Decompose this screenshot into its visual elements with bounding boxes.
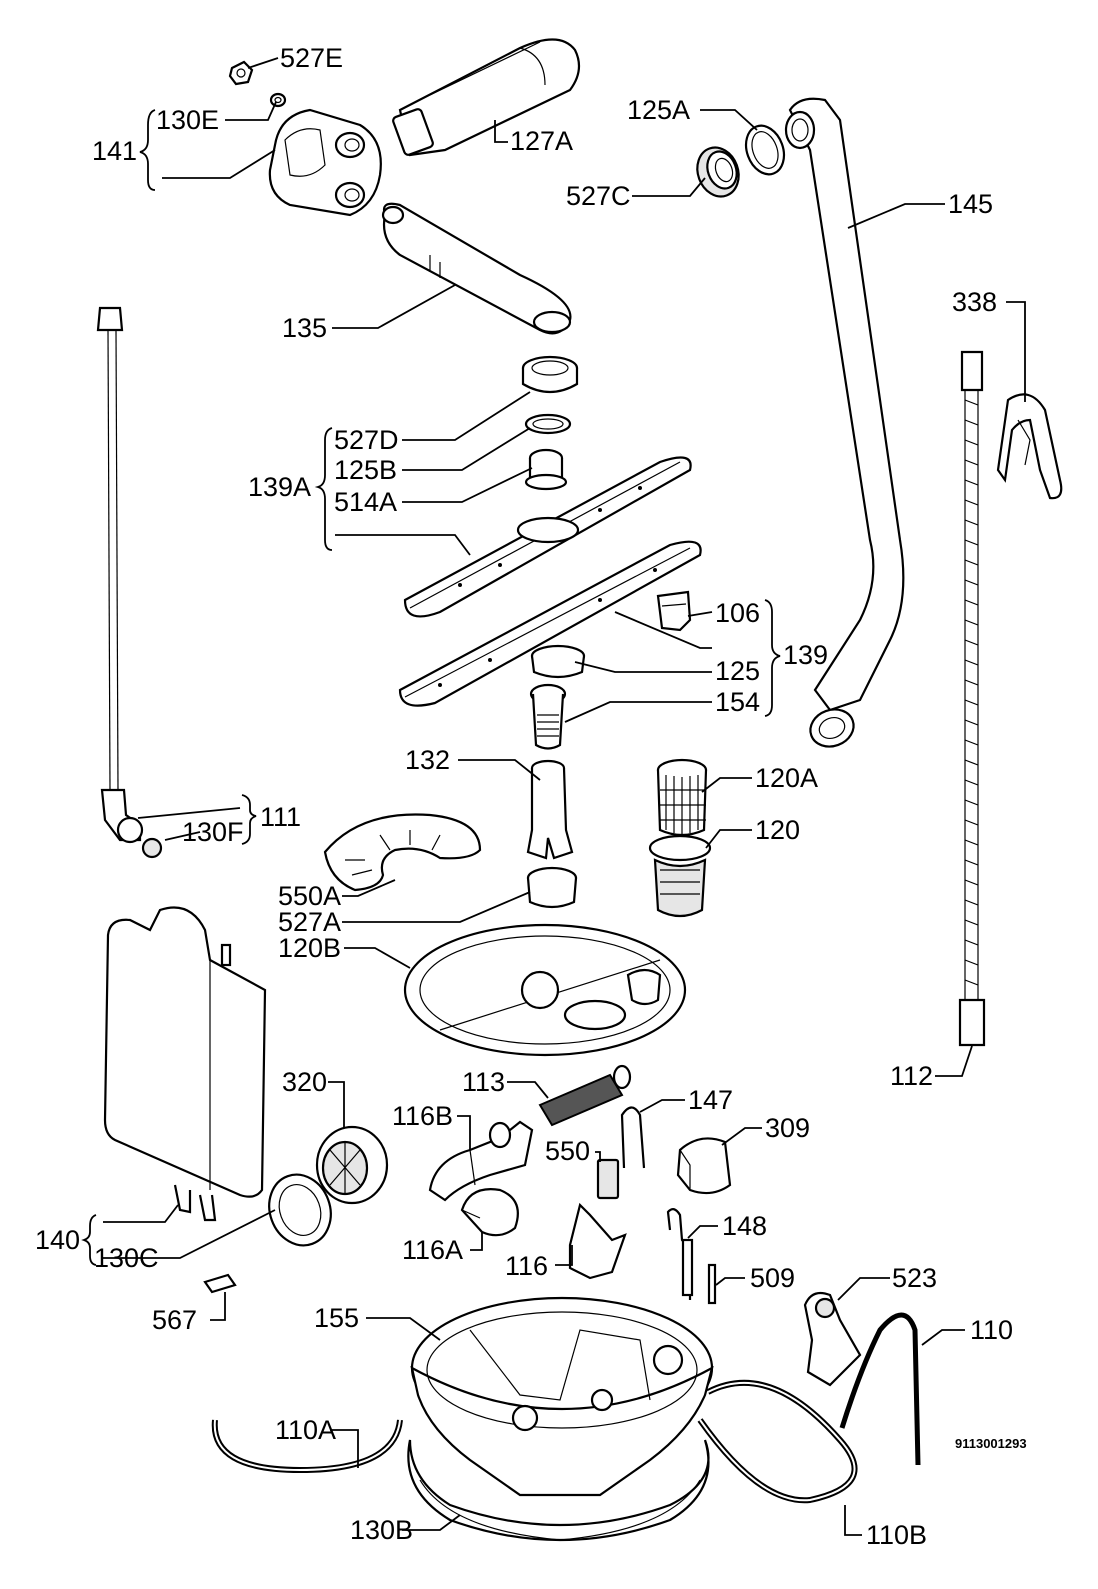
label-154: 154 (715, 687, 760, 717)
leader-lines (81, 57, 1026, 1536)
label-147: 147 (688, 1085, 733, 1115)
part-514A-bushing (524, 448, 568, 491)
part-106-clip (656, 590, 692, 632)
part-338-clip (996, 393, 1063, 500)
part-110B-hose (697, 1379, 858, 1504)
part-110A-hose (211, 1419, 403, 1474)
label-106: 106 (715, 598, 760, 628)
part-130C-gasket (268, 1173, 332, 1247)
part-139A-spray-arm (403, 456, 692, 618)
label-141: 141 (92, 136, 137, 166)
part-120A-filter (656, 758, 708, 837)
label-514A: 514A (334, 487, 397, 517)
label-127A: 127A (510, 126, 573, 156)
label-120B: 120B (278, 933, 341, 963)
part-309-cover (676, 1137, 732, 1195)
part-labels: 527E 130E 141 127A 125A 527C 145 135 338… (35, 43, 1027, 1550)
label-130C: 130C (94, 1243, 159, 1273)
label-523: 523 (892, 1263, 937, 1293)
label-527D: 527D (334, 425, 399, 455)
label-130E: 130E (156, 105, 219, 135)
part-550A-plate (323, 813, 482, 892)
label-116B: 116B (392, 1101, 453, 1131)
part-527A-ring (526, 866, 578, 909)
label-110: 110 (970, 1315, 1013, 1345)
part-320-cap (315, 1125, 389, 1205)
part-523-bracket (803, 1291, 862, 1387)
part-125B-seal (524, 413, 572, 435)
part-509-pin (707, 1263, 717, 1305)
part-147-clip (620, 1106, 646, 1169)
label-139A: 139A (248, 472, 311, 502)
label-527C: 527C (566, 181, 631, 211)
part-145-pipe (784, 97, 905, 748)
part-110-hose (839, 1312, 921, 1466)
part-148-clip (666, 1208, 694, 1300)
label-140: 140 (35, 1225, 80, 1255)
part-141-connector (268, 108, 382, 217)
label-320: 320 (282, 1067, 327, 1097)
part-111-hose (96, 306, 163, 859)
label-145: 145 (948, 189, 993, 219)
part-527E-nut (228, 60, 254, 86)
label-155: 155 (314, 1303, 359, 1333)
part-130E-washer (269, 92, 287, 108)
part-550-block (596, 1158, 620, 1200)
label-550A: 550A (278, 881, 341, 911)
label-148: 148 (722, 1211, 767, 1241)
label-550: 550 (545, 1136, 590, 1166)
part-135-arm-pipe (381, 202, 572, 335)
part-130B-gasket (407, 1439, 710, 1542)
part-155-sump (410, 1296, 714, 1497)
part-527C-nut (696, 146, 740, 198)
part-116A-flap (460, 1188, 519, 1237)
label-110A: 110A (275, 1415, 336, 1445)
label-116: 116 (505, 1251, 548, 1281)
label-116A: 116A (402, 1235, 463, 1265)
label-111: 111 (260, 802, 301, 832)
label-567: 567 (152, 1305, 197, 1335)
label-125: 125 (715, 656, 760, 686)
part-113-tube (538, 1064, 632, 1127)
label-113: 113 (462, 1067, 505, 1097)
part-120B-dish (403, 923, 687, 1057)
label-527E: 527E (280, 43, 343, 73)
label-135: 135 (282, 313, 327, 343)
part-127A-duct (392, 38, 581, 157)
diagram-code: 9113001293 (955, 1436, 1027, 1451)
label-509: 509 (750, 1263, 795, 1293)
part-116B-housing (428, 1120, 534, 1202)
label-132: 132 (405, 745, 450, 775)
label-527A: 527A (278, 907, 341, 937)
part-112-hose (958, 350, 986, 1047)
part-120-filter (648, 834, 712, 918)
part-116-valve (568, 1202, 627, 1280)
part-567 (203, 1273, 237, 1294)
part-125-ring (530, 644, 586, 679)
label-125B: 125B (334, 455, 397, 485)
part-140-tank (103, 906, 267, 1222)
label-125A: 125A (627, 95, 690, 125)
label-130B: 130B (350, 1515, 413, 1545)
part-154-insert (529, 683, 567, 750)
part-125A-ring (744, 124, 786, 176)
part-132-tube (526, 759, 574, 860)
label-110B: 110B (866, 1520, 927, 1550)
part-139-spray-arm (398, 540, 702, 707)
label-338: 338 (952, 287, 997, 317)
label-139: 139 (783, 640, 828, 670)
label-309: 309 (765, 1113, 810, 1143)
label-130F: 130F (182, 817, 244, 847)
label-112: 112 (890, 1061, 933, 1091)
label-120A: 120A (755, 763, 818, 793)
part-527D-ring (521, 355, 579, 394)
label-120: 120 (755, 815, 800, 845)
